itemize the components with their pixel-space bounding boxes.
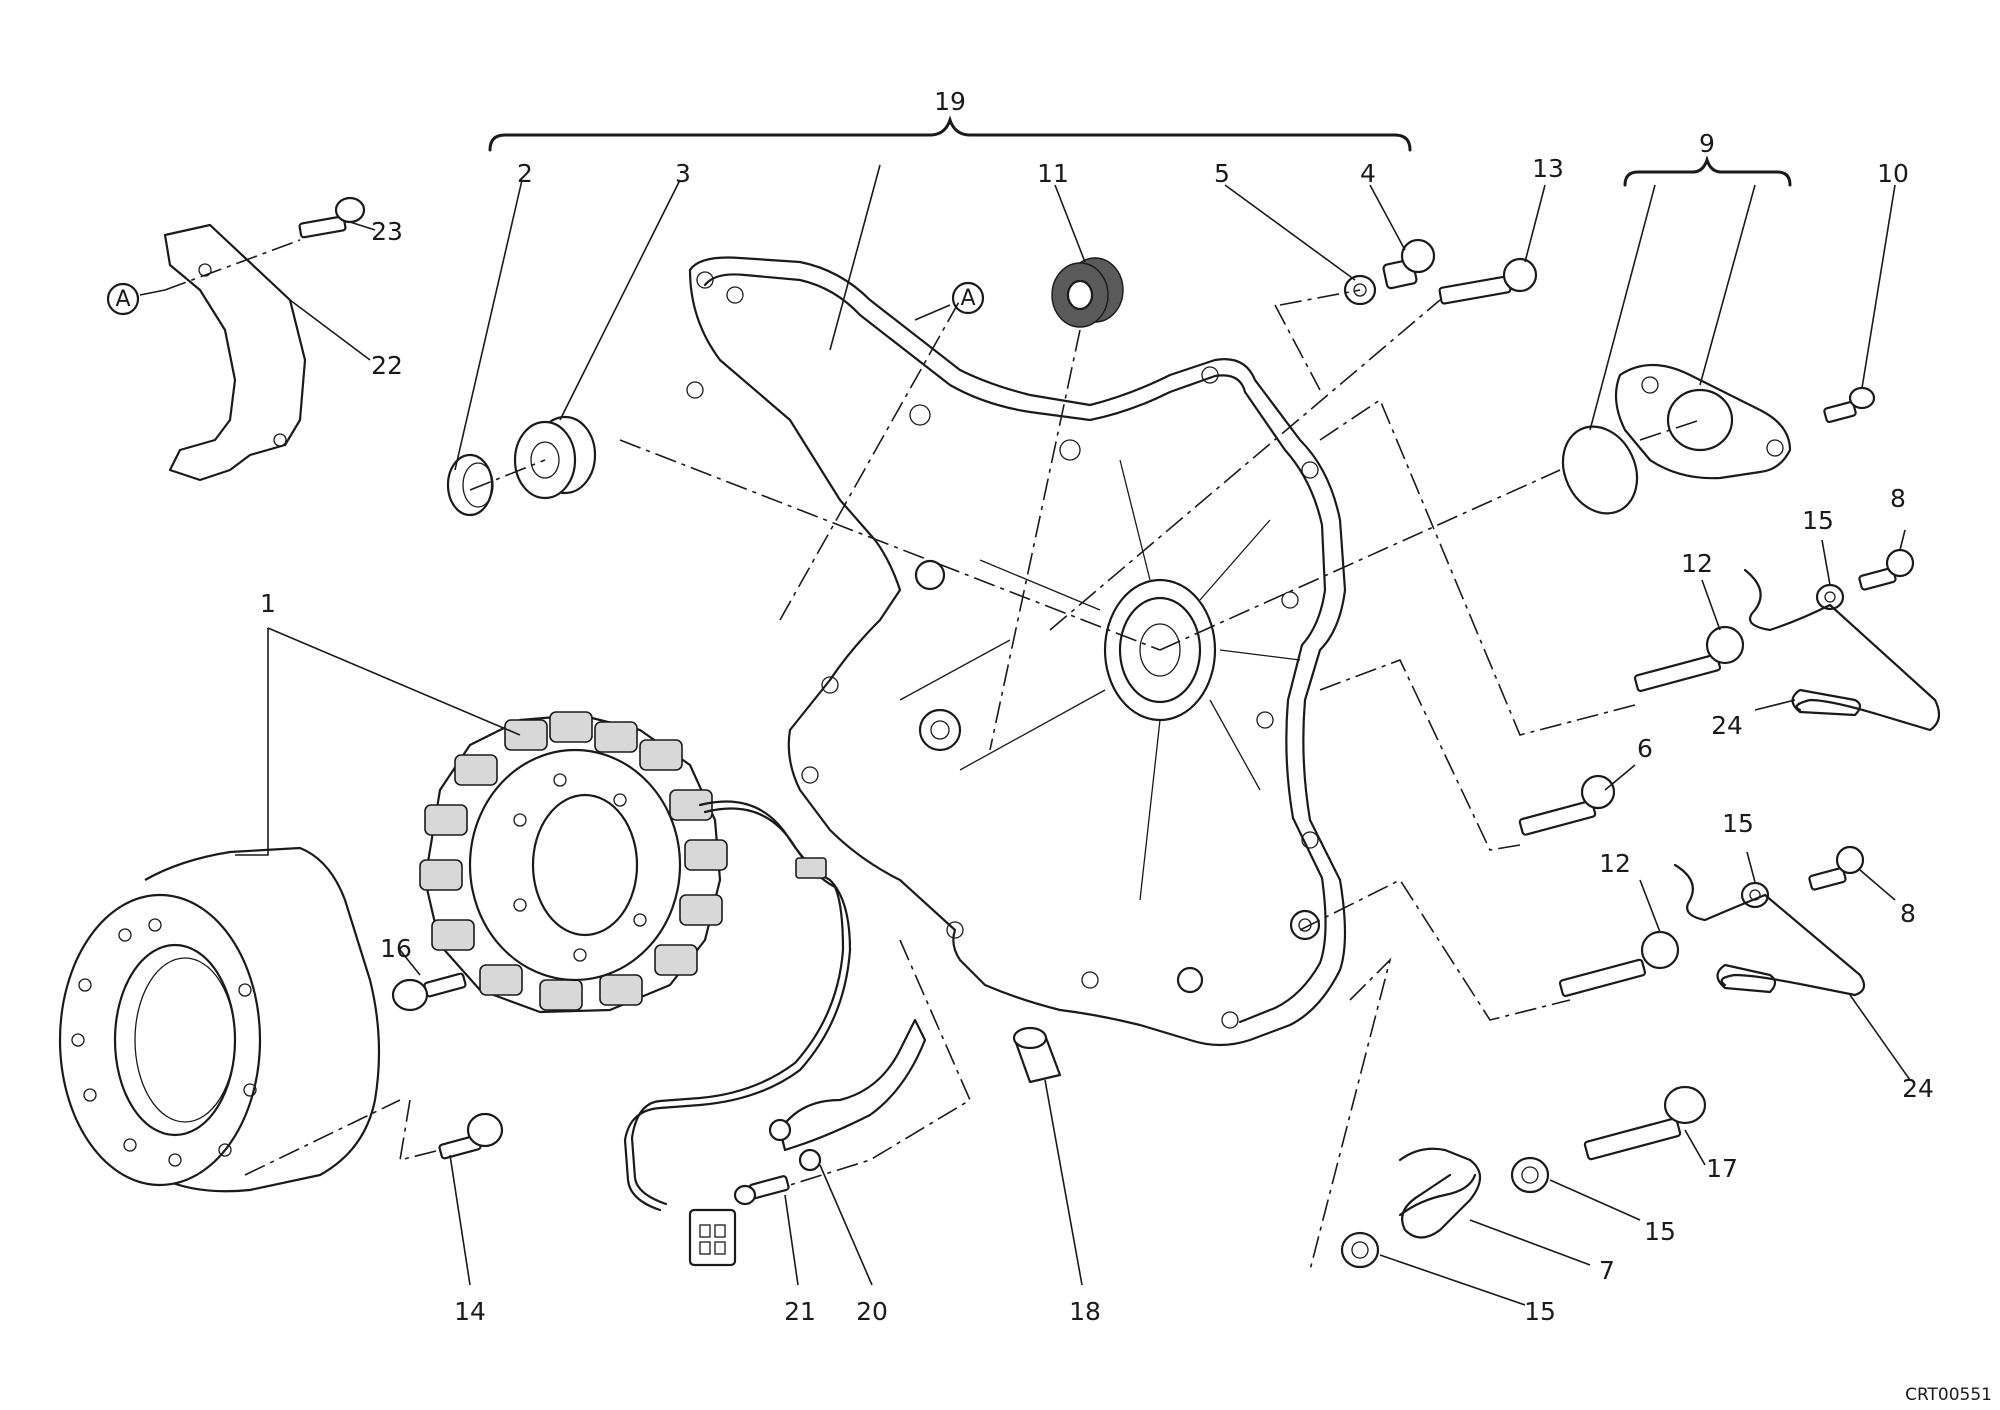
o-ring xyxy=(1561,425,1639,515)
reference-mark-left-label: A xyxy=(115,287,130,312)
callout-2: 2 xyxy=(517,159,533,188)
callout-23: 23 xyxy=(371,217,403,246)
washer-15-middle xyxy=(1510,1156,1550,1194)
callout-15-middle: 15 xyxy=(1644,1217,1676,1246)
reference-mark-right: A xyxy=(914,281,985,321)
reference-mark-right-label: A xyxy=(960,286,975,311)
crankcase-cover xyxy=(686,256,1347,1047)
callout-17: 17 xyxy=(1706,1154,1738,1183)
callout-14: 14 xyxy=(454,1297,486,1326)
callout-21: 21 xyxy=(784,1297,816,1326)
screw-17 xyxy=(1583,1085,1707,1161)
screw-8-lower xyxy=(1808,845,1865,891)
callout-8-upper: 8 xyxy=(1890,484,1906,513)
callout-16: 16 xyxy=(380,934,412,963)
callout-1: 1 xyxy=(260,589,276,618)
screw-10 xyxy=(1823,386,1876,424)
stator xyxy=(419,711,728,1014)
callout-3: 3 xyxy=(675,159,691,188)
wire-guide xyxy=(768,1018,927,1172)
callout-7: 7 xyxy=(1599,1256,1615,1285)
callout-8-lower: 8 xyxy=(1900,899,1916,928)
callout-19: 19 xyxy=(934,87,966,116)
callout-9: 9 xyxy=(1699,129,1715,158)
callout-15-upper: 15 xyxy=(1802,506,1834,535)
washer-15-bottom xyxy=(1340,1231,1380,1269)
oil-seal-11 xyxy=(1051,257,1124,328)
screw-12-lower xyxy=(1558,930,1680,998)
flywheel-rotor xyxy=(58,846,381,1193)
assembly-lines xyxy=(164,239,1701,1271)
inspection-cover xyxy=(1614,364,1792,480)
dowel-18 xyxy=(1012,1026,1062,1084)
screw-14 xyxy=(438,1112,504,1160)
callout-10: 10 xyxy=(1877,159,1909,188)
screw-8-upper xyxy=(1858,548,1915,591)
callout-6: 6 xyxy=(1637,734,1653,763)
callout-13: 13 xyxy=(1532,154,1564,183)
plug-4 xyxy=(1382,238,1436,290)
spring-clip-7 xyxy=(1398,1147,1482,1239)
stator-wiring xyxy=(623,800,852,1267)
circlip-2 xyxy=(446,453,494,517)
screw-13 xyxy=(1438,257,1538,305)
brace-19 xyxy=(488,115,1412,152)
bearing-3 xyxy=(513,415,597,500)
bracket-22 xyxy=(163,223,307,482)
drawing-code: CRT00551 xyxy=(1905,1385,1992,1405)
callout-18: 18 xyxy=(1069,1297,1101,1326)
callout-15-bottom: 15 xyxy=(1524,1297,1556,1326)
spring-clip-24-lower xyxy=(1673,863,1866,997)
spring-clip-24-upper xyxy=(1743,568,1941,732)
callout-labels: 19 2 3 11 5 4 13 9 10 23 22 8 15 12 1 24… xyxy=(260,87,1934,1326)
brace-9 xyxy=(1623,155,1792,187)
reference-mark-left: A xyxy=(106,282,166,316)
callout-5: 5 xyxy=(1214,159,1230,188)
callout-20: 20 xyxy=(856,1297,888,1326)
leader-lines xyxy=(235,164,1911,1306)
callout-12-upper: 12 xyxy=(1681,549,1713,578)
callout-22: 22 xyxy=(371,351,403,380)
callout-11: 11 xyxy=(1037,159,1069,188)
callout-24-lower: 24 xyxy=(1902,1074,1934,1103)
screw-16 xyxy=(391,972,467,1012)
callout-15-lower: 15 xyxy=(1722,809,1754,838)
callout-24-upper: 24 xyxy=(1711,711,1743,740)
callout-12-lower: 12 xyxy=(1599,849,1631,878)
screw-6 xyxy=(1518,774,1616,836)
screw-12-upper xyxy=(1633,625,1745,693)
callout-4: 4 xyxy=(1360,159,1376,188)
screw-23 xyxy=(298,196,366,239)
screw-21 xyxy=(733,1175,790,1206)
